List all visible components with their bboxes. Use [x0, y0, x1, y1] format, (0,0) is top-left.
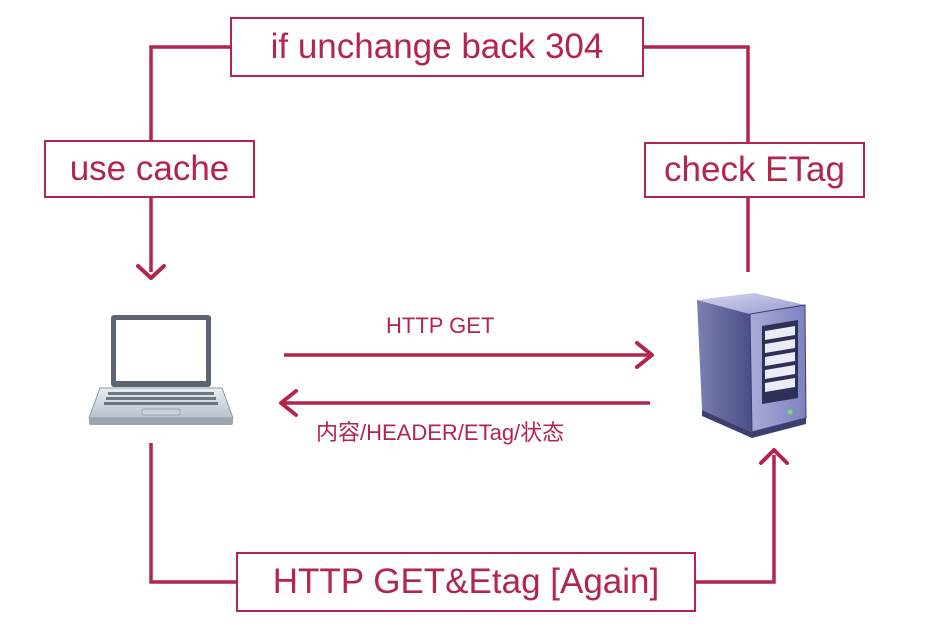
server-icon [697, 293, 807, 438]
request-arrow [284, 341, 654, 369]
response-label: 内容/HEADER/ETag/状态 [316, 420, 565, 445]
top-right-connector [642, 45, 750, 142]
unchanged-304-box: if unchange back 304 [230, 17, 644, 77]
use-cache-label: use cache [69, 149, 230, 188]
server-arrowhead [759, 448, 789, 465]
top-left-connector [149, 45, 232, 140]
cache-arrowhead [136, 264, 166, 280]
bottom-to-server-connector [694, 455, 776, 584]
use-cache-box: use cache [44, 140, 255, 198]
check-etag-box: check ETag [644, 142, 865, 198]
connector-lines [149, 45, 776, 584]
laptop-icon [88, 315, 234, 425]
get-again-label: HTTP GET&Etag [Again] [272, 562, 660, 601]
check-etag-label: check ETag [664, 150, 845, 189]
get-again-box: HTTP GET&Etag [Again] [236, 552, 696, 612]
client-to-bottom-connector [149, 443, 238, 584]
request-label: HTTP GET [386, 313, 495, 338]
unchanged-304-label: if unchange back 304 [270, 27, 604, 66]
response-arrow [279, 389, 650, 417]
